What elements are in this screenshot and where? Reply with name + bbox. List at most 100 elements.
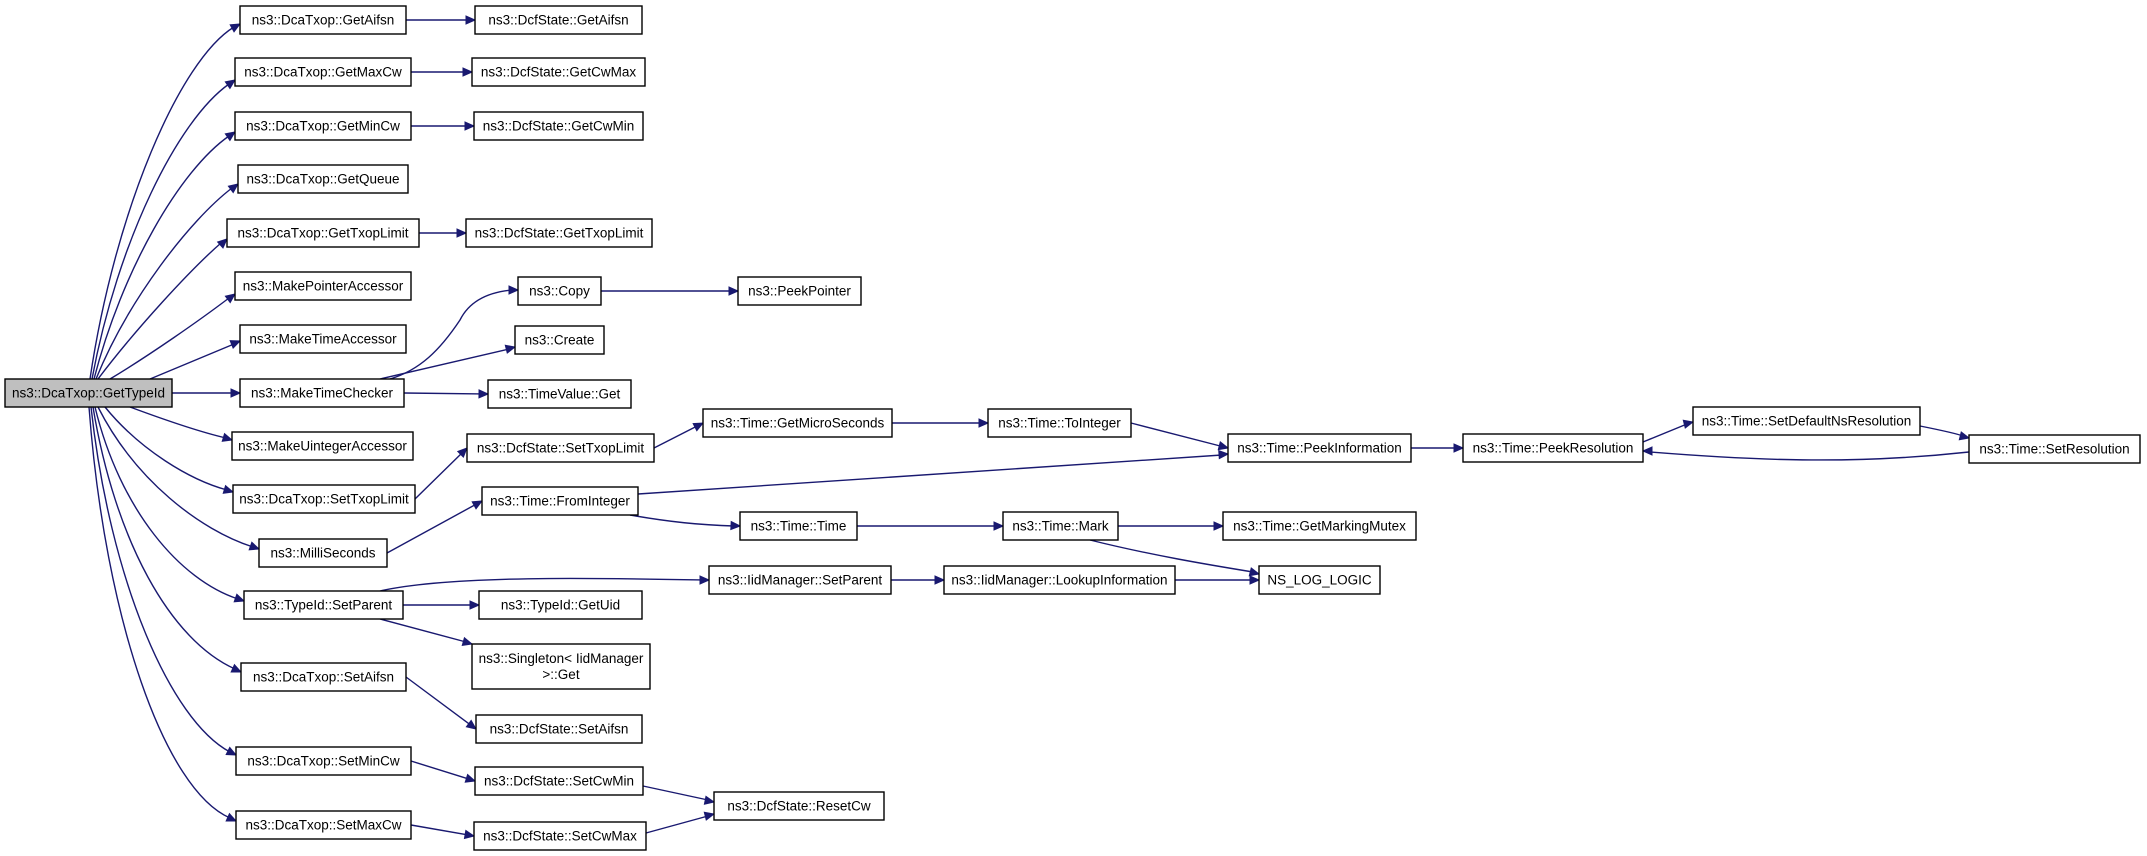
arrowhead-icon xyxy=(934,575,946,585)
node-label: ns3::Singleton< IidManager xyxy=(479,651,644,666)
node-makepointeraccessor[interactable]: ns3::MakePointerAccessor xyxy=(234,271,412,301)
node-box[interactable] xyxy=(473,821,647,851)
node-label: ns3::TimeValue::Get xyxy=(499,387,621,402)
node-typeid-getuid[interactable]: ns3::TypeId::GetUid xyxy=(478,590,643,620)
node-create[interactable]: ns3::Create xyxy=(514,325,605,355)
node-box[interactable] xyxy=(234,111,412,141)
node-box[interactable] xyxy=(474,766,644,796)
node-box[interactable] xyxy=(235,810,412,840)
node-getmaxcw[interactable]: ns3::DcaTxop::GetMaxCw xyxy=(234,57,412,87)
edge-line xyxy=(89,26,235,380)
node-dcf-resetcw[interactable]: ns3::DcfState::ResetCw xyxy=(713,791,885,821)
node-box[interactable] xyxy=(237,164,409,194)
node-box[interactable] xyxy=(258,538,388,568)
node-maketimechecker[interactable]: ns3::MakeTimeChecker xyxy=(239,378,405,408)
node-setmincw[interactable]: ns3::DcaTxop::SetMinCw xyxy=(235,746,412,776)
node-box[interactable] xyxy=(471,643,651,690)
node-box[interactable] xyxy=(243,590,404,620)
node-box[interactable] xyxy=(1258,565,1381,595)
node-box[interactable] xyxy=(466,433,655,463)
node-label: ns3::DcaTxop::SetAifsn xyxy=(253,670,394,685)
node-getmincw[interactable]: ns3::DcaTxop::GetMinCw xyxy=(234,111,412,141)
node-box[interactable] xyxy=(1692,406,1921,436)
node-timevalue-get[interactable]: ns3::TimeValue::Get xyxy=(487,379,632,409)
node-time-mark[interactable]: ns3::Time::Mark xyxy=(1002,511,1119,541)
node-dcf-settxoplimit[interactable]: ns3::DcfState::SetTxopLimit xyxy=(466,433,655,463)
node-box[interactable] xyxy=(481,486,639,516)
node-lookupinformation[interactable]: ns3::IidManager::LookupInformation xyxy=(943,565,1176,595)
node-gettxoplimit[interactable]: ns3::DcaTxop::GetTxopLimit xyxy=(226,218,420,248)
node-box[interactable] xyxy=(465,218,653,248)
node-dcf-setcwmin[interactable]: ns3::DcfState::SetCwMin xyxy=(474,766,644,796)
node-peekinformation[interactable]: ns3::Time::PeekInformation xyxy=(1227,433,1412,463)
node-getmarkingmutex[interactable]: ns3::Time::GetMarkingMutex xyxy=(1222,511,1417,541)
edge-line xyxy=(379,577,704,592)
node-setmaxcw[interactable]: ns3::DcaTxop::SetMaxCw xyxy=(235,810,412,840)
node-box[interactable] xyxy=(471,57,646,87)
node-box[interactable] xyxy=(232,484,416,514)
node-dcf-getaifsn[interactable]: ns3::DcfState::GetAifsn xyxy=(474,5,643,35)
node-box[interactable] xyxy=(231,431,414,461)
node-copy[interactable]: ns3::Copy xyxy=(517,276,602,306)
node-tointeger[interactable]: ns3::Time::ToInteger xyxy=(987,408,1132,438)
node-label: ns3::Time::SetDefaultNsResolution xyxy=(1702,414,1912,429)
node-getaifsn[interactable]: ns3::DcaTxop::GetAifsn xyxy=(239,5,407,35)
node-box[interactable] xyxy=(235,746,412,776)
node-label: ns3::DcaTxop::SetMinCw xyxy=(247,754,400,769)
node-dcf-getcwmin[interactable]: ns3::DcfState::GetCwMin xyxy=(473,111,644,141)
node-setaifsn[interactable]: ns3::DcaTxop::SetAifsn xyxy=(240,662,407,692)
node-box[interactable] xyxy=(240,662,407,692)
node-milliseconds[interactable]: ns3::MilliSeconds xyxy=(258,538,388,568)
node-box[interactable] xyxy=(239,5,407,35)
node-settxoplimit[interactable]: ns3::DcaTxop::SetTxopLimit xyxy=(232,484,416,514)
node-getqueue[interactable]: ns3::DcaTxop::GetQueue xyxy=(237,164,409,194)
arrowhead-icon xyxy=(227,183,239,194)
node-box[interactable] xyxy=(234,57,412,87)
node-time-time[interactable]: ns3::Time::Time xyxy=(739,511,858,541)
node-box[interactable] xyxy=(1968,434,2141,464)
node-box[interactable] xyxy=(514,325,605,355)
node-dcf-gettxoplimit[interactable]: ns3::DcfState::GetTxopLimit xyxy=(465,218,653,248)
node-box[interactable] xyxy=(239,324,407,354)
node-peekresolution[interactable]: ns3::Time::PeekResolution xyxy=(1462,433,1644,463)
node-box[interactable] xyxy=(1002,511,1119,541)
node-singleton-get[interactable]: ns3::Singleton< IidManager>::Get xyxy=(471,643,651,690)
node-box[interactable] xyxy=(474,5,643,35)
node-iid-setparent[interactable]: ns3::IidManager::SetParent xyxy=(708,565,892,595)
node-ns-log-logic[interactable]: NS_LOG_LOGIC xyxy=(1258,565,1381,595)
node-dcf-getcwmax[interactable]: ns3::DcfState::GetCwMax xyxy=(471,57,646,87)
node-makeuintegeraccessor[interactable]: ns3::MakeUintegerAccessor xyxy=(231,431,414,461)
node-box[interactable] xyxy=(226,218,420,248)
node-box[interactable] xyxy=(4,378,173,408)
node-box[interactable] xyxy=(943,565,1176,595)
node-box[interactable] xyxy=(239,378,405,408)
node-box[interactable] xyxy=(1227,433,1412,463)
node-peekpointer[interactable]: ns3::PeekPointer xyxy=(737,276,862,306)
node-label: ns3::IidManager::LookupInformation xyxy=(951,573,1167,588)
node-gettypeid[interactable]: ns3::DcaTxop::GetTypeId xyxy=(4,378,173,408)
node-box[interactable] xyxy=(473,111,644,141)
arrowhead-icon xyxy=(1248,567,1261,577)
node-box[interactable] xyxy=(987,408,1132,438)
node-box[interactable] xyxy=(487,379,632,409)
edge-dcf-setcwmax-to-dcf-resetcw xyxy=(645,811,716,834)
node-dcf-setaifsn[interactable]: ns3::DcfState::SetAifsn xyxy=(475,714,643,744)
node-box[interactable] xyxy=(713,791,885,821)
node-box[interactable] xyxy=(708,565,892,595)
node-box[interactable] xyxy=(478,590,643,620)
node-box[interactable] xyxy=(737,276,862,306)
node-box[interactable] xyxy=(475,714,643,744)
node-box[interactable] xyxy=(702,408,893,438)
node-getmicroseconds[interactable]: ns3::Time::GetMicroSeconds xyxy=(702,408,893,438)
node-typeid-setparent[interactable]: ns3::TypeId::SetParent xyxy=(243,590,404,620)
node-frominteger[interactable]: ns3::Time::FromInteger xyxy=(481,486,639,516)
node-box[interactable] xyxy=(234,271,412,301)
node-box[interactable] xyxy=(1462,433,1644,463)
node-box[interactable] xyxy=(1222,511,1417,541)
node-setdefaultnsresolution[interactable]: ns3::Time::SetDefaultNsResolution xyxy=(1692,406,1921,436)
node-box[interactable] xyxy=(517,276,602,306)
node-maketimeaccessor[interactable]: ns3::MakeTimeAccessor xyxy=(239,324,407,354)
node-box[interactable] xyxy=(739,511,858,541)
node-dcf-setcwmax[interactable]: ns3::DcfState::SetCwMax xyxy=(473,821,647,851)
node-setresolution[interactable]: ns3::Time::SetResolution xyxy=(1968,434,2141,464)
